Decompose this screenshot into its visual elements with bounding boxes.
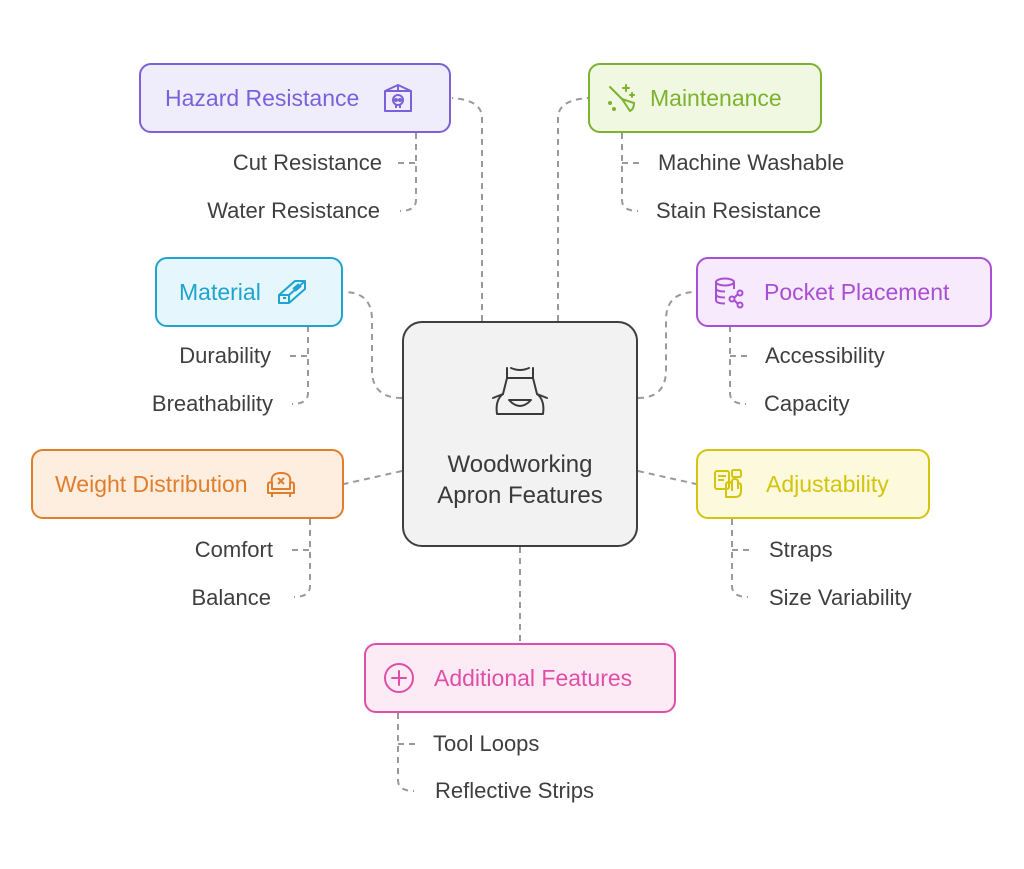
connector-adjust-items	[731, 519, 750, 598]
branch-label: Pocket Placement	[764, 278, 950, 305]
branch-pocket-placement[interactable]: Pocket Placement	[696, 257, 992, 327]
leaf-balance: Balance	[191, 585, 271, 610]
leaf-straps: Straps	[769, 537, 833, 562]
connector-weight	[343, 470, 403, 485]
database-share-icon	[712, 275, 746, 309]
branch-adjustability[interactable]: Adjustability	[696, 449, 930, 519]
connector-adjust	[637, 470, 697, 485]
hand-adjust-icon	[712, 467, 746, 501]
connector-hazard	[451, 97, 483, 321]
branch-additional-features[interactable]: Additional Features	[364, 643, 676, 713]
center-node[interactable]: Woodworking Apron Features	[402, 321, 638, 547]
leaf-capacity: Capacity	[764, 391, 850, 416]
branch-label: Maintenance	[650, 84, 782, 111]
center-title: Woodworking Apron Features	[437, 450, 603, 509]
branch-label: Adjustability	[766, 470, 889, 497]
branch-label: Material	[179, 278, 261, 305]
leaf-breathability: Breathability	[151, 391, 273, 416]
branch-label: Additional Features	[434, 664, 633, 691]
connector-material-items	[290, 326, 309, 405]
apron-icon	[485, 358, 555, 433]
leaf-reflective-strips: Reflective Strips	[435, 778, 594, 803]
branch-hazard-resistance[interactable]: Hazard Resistance	[139, 63, 451, 133]
connector-hazard-items	[398, 133, 417, 212]
leaf-accessibility: Accessibility	[765, 343, 885, 368]
connector-pocket	[637, 291, 697, 399]
fabric-block-icon	[275, 275, 309, 309]
branch-label: Hazard Resistance	[165, 84, 360, 111]
leaf-size-variability: Size Variability	[769, 585, 912, 610]
skull-box-icon	[381, 81, 415, 115]
leaf-machine-washable: Machine Washable	[658, 150, 845, 175]
connector-weight-items	[292, 519, 311, 598]
broom-sparkle-icon	[604, 81, 638, 115]
leaf-water-resistance: Water Resistance	[207, 198, 380, 223]
leaf-cut-resistance: Cut Resistance	[232, 150, 382, 175]
leaf-stain-resistance: Stain Resistance	[656, 198, 822, 223]
branch-material[interactable]: Material	[155, 257, 343, 327]
armchair-icon	[264, 467, 298, 501]
leaf-durability: Durability	[179, 343, 271, 368]
connector-maintenance	[557, 97, 589, 321]
leaf-tool-loops: Tool Loops	[433, 731, 540, 756]
connector-additional-items	[397, 713, 416, 792]
branch-weight-distribution[interactable]: Weight Distribution	[31, 449, 344, 519]
branch-maintenance[interactable]: Maintenance	[588, 63, 822, 133]
connector-maintenance-items	[621, 133, 640, 212]
connector-material	[343, 291, 403, 399]
leaf-comfort: Comfort	[194, 537, 273, 562]
plus-circle-icon	[382, 661, 416, 695]
branch-label: Weight Distribution	[55, 470, 248, 497]
connector-pocket-items	[729, 326, 748, 405]
